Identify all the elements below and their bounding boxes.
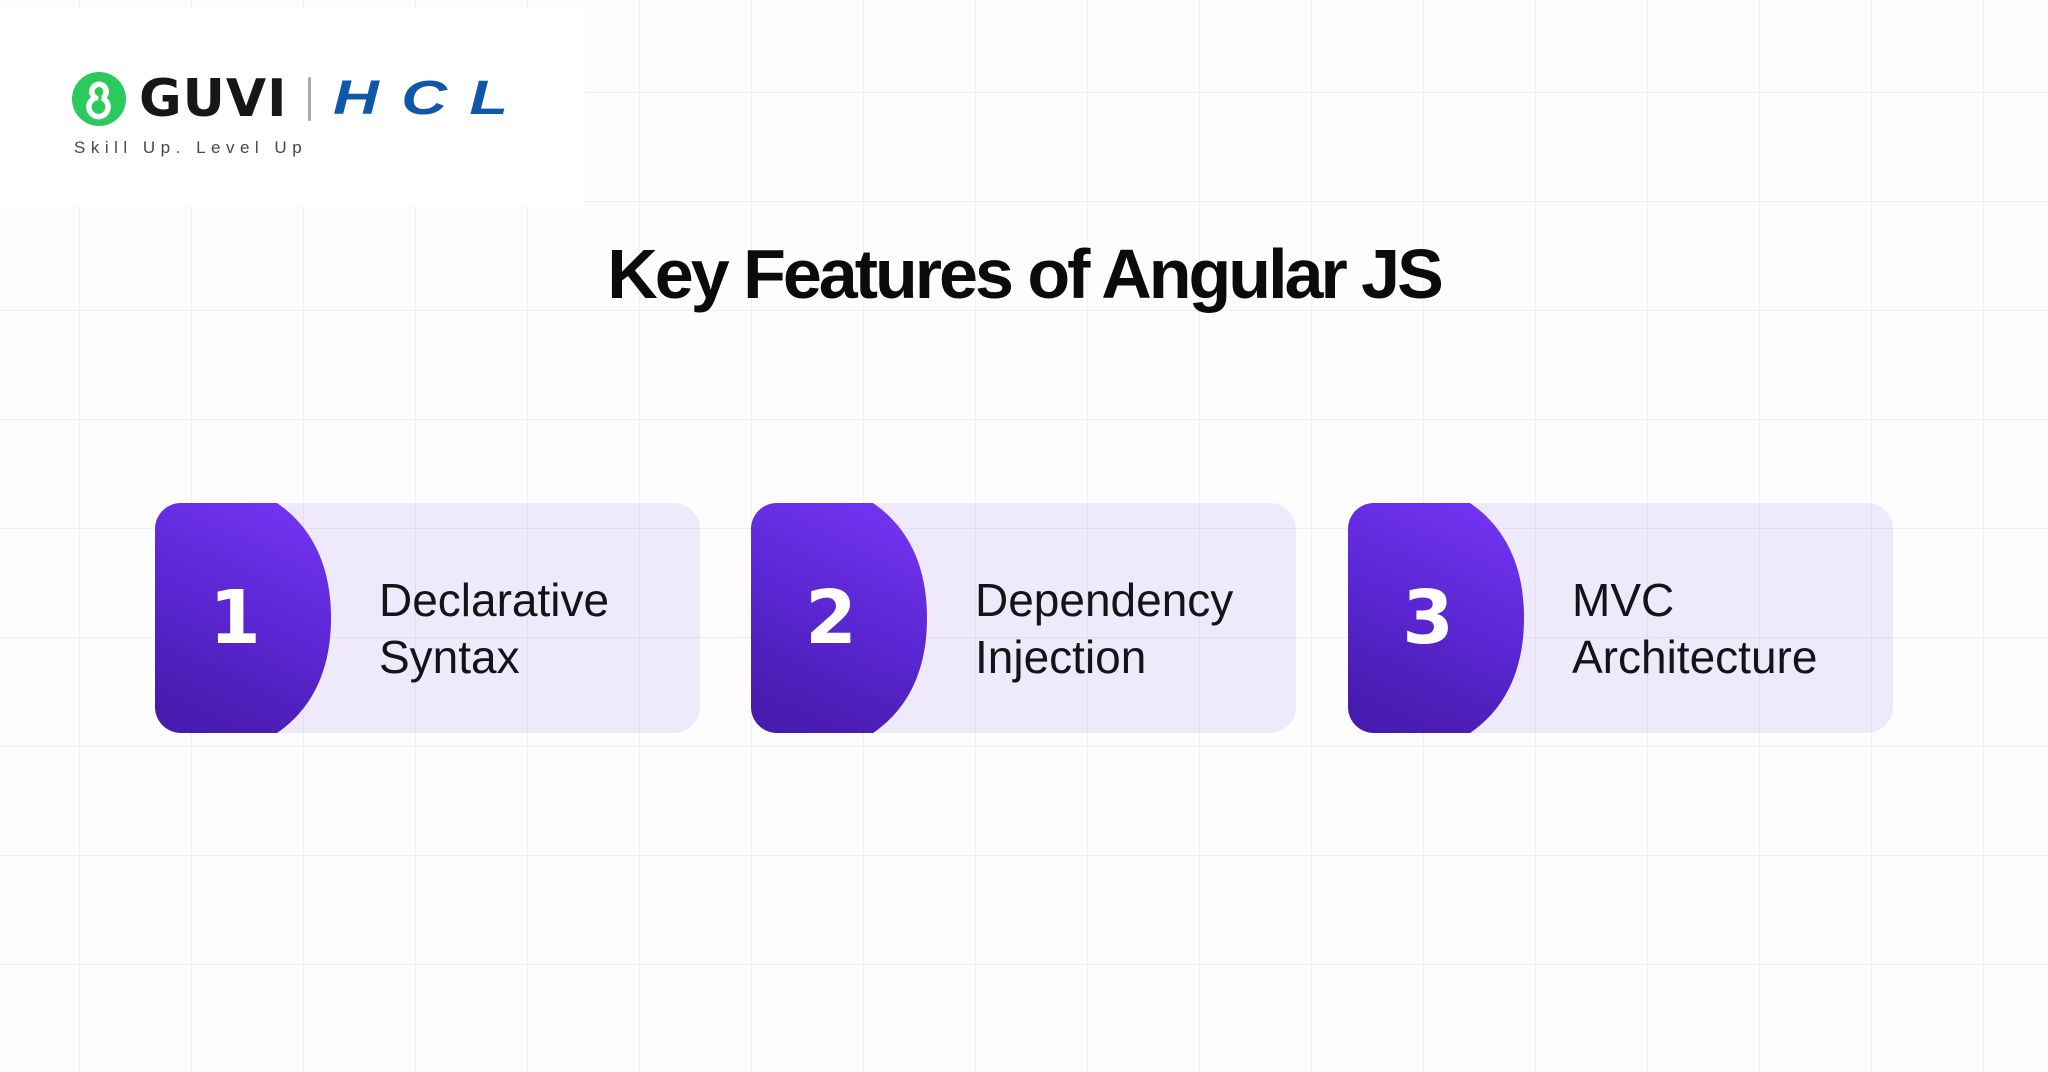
feature-label: Dependency Injection bbox=[975, 514, 1278, 733]
guvi-logo-icon bbox=[72, 72, 126, 126]
label-line: Architecture bbox=[1572, 631, 1818, 683]
features-row: 1 Declarative Syntax 2 Dependency bbox=[0, 503, 2048, 733]
logo-divider bbox=[307, 77, 311, 121]
feature-number: 1 bbox=[209, 575, 261, 661]
feature-label: MVC Architecture bbox=[1572, 514, 1875, 733]
feature-card: 1 Declarative Syntax bbox=[155, 503, 700, 733]
number-flag-shape bbox=[1348, 503, 1524, 733]
number-flag-shape bbox=[155, 503, 331, 733]
label-line: Syntax bbox=[379, 631, 520, 683]
hcl-wordmark: HCL bbox=[332, 72, 531, 125]
feature-card: 2 Dependency Injection bbox=[751, 503, 1296, 733]
logo-panel: GUVI HCL Skill Up. Level Up bbox=[0, 8, 585, 206]
brand-tagline: Skill Up. Level Up bbox=[74, 138, 308, 157]
feature-card: 3 MVC Architecture bbox=[1348, 503, 1893, 733]
guvi-wordmark: GUVI bbox=[139, 69, 288, 129]
label-line: Injection bbox=[975, 631, 1147, 683]
feature-number: 2 bbox=[805, 575, 857, 661]
label-line: MVC bbox=[1572, 574, 1675, 626]
number-flag-shape bbox=[751, 503, 927, 733]
logo-row: GUVI HCL bbox=[72, 66, 508, 132]
label-line: Declarative bbox=[379, 574, 610, 626]
feature-number: 3 bbox=[1402, 575, 1454, 661]
feature-label: Declarative Syntax bbox=[379, 514, 682, 733]
page-title: Key Features of Angular JS bbox=[607, 235, 1444, 313]
label-line: Dependency bbox=[975, 574, 1234, 626]
